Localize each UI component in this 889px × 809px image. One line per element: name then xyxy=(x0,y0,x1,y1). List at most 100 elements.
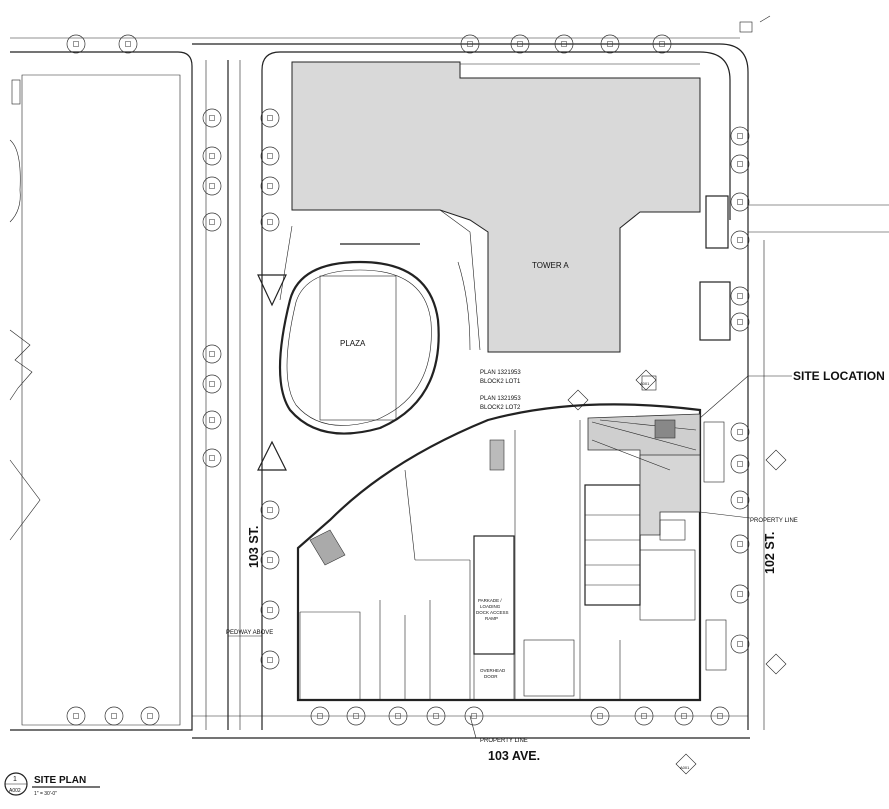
tree-icon xyxy=(260,550,280,570)
tree-icon xyxy=(202,108,222,128)
tree-grate xyxy=(737,237,743,243)
title-scale: 1" = 30'-0" xyxy=(34,791,57,797)
tree-grate xyxy=(209,381,215,387)
tree-icon xyxy=(260,108,280,128)
tree-grate xyxy=(737,161,743,167)
tree-grate xyxy=(517,41,523,47)
utility-structure xyxy=(705,619,727,671)
title-text: SITE PLAN xyxy=(34,775,86,786)
tree-icon xyxy=(730,454,750,474)
tree-grate xyxy=(737,319,743,325)
roads xyxy=(10,37,889,739)
entry-canopy xyxy=(309,529,346,566)
tree-grate xyxy=(395,713,401,719)
tree-icon xyxy=(460,34,480,54)
vault-structure xyxy=(703,421,725,483)
tree-grate xyxy=(353,713,359,719)
transit-shelter xyxy=(699,281,731,341)
tree-icon xyxy=(730,286,750,306)
tree-icon xyxy=(260,212,280,232)
tree-grate xyxy=(267,115,273,121)
tree-grate xyxy=(737,429,743,435)
svg-text:A001: A001 xyxy=(640,381,650,386)
tree-grate xyxy=(267,657,273,663)
property-line-bottom-label: PROPERTY LINE xyxy=(480,738,528,744)
marker-box xyxy=(641,375,657,391)
tree-grate xyxy=(737,461,743,467)
tree-icon xyxy=(730,312,750,332)
tree-grate xyxy=(267,607,273,613)
tree-icon xyxy=(730,154,750,174)
plan-lot2-line2: BLOCK2 LOT2 xyxy=(480,405,521,411)
plaza xyxy=(278,209,481,435)
tree-icon xyxy=(202,344,222,364)
tree-grate xyxy=(267,507,273,513)
property-line-bottom-leader xyxy=(469,715,477,739)
tree-grate xyxy=(209,351,215,357)
tree-grate xyxy=(267,219,273,225)
plan-lot1-line1: PLAN 1321953 xyxy=(480,370,521,376)
stair-detail xyxy=(489,439,505,471)
tree-grate xyxy=(737,497,743,503)
tree-grate xyxy=(681,713,687,719)
tree-grate xyxy=(737,293,743,299)
door-label-2: DOOR xyxy=(484,674,498,679)
tree-grate xyxy=(737,641,743,647)
tree-grate xyxy=(267,183,273,189)
tree-grate xyxy=(597,713,603,719)
tree-icon xyxy=(730,422,750,442)
tree-icon xyxy=(652,34,672,54)
avenue-103-label: 103 AVE. xyxy=(488,749,540,763)
street-trees xyxy=(66,34,750,726)
property-line-right-leader xyxy=(699,511,751,519)
tree-grate xyxy=(209,153,215,159)
tree-grate xyxy=(267,557,273,563)
tree-icon xyxy=(66,706,86,726)
tree-icon xyxy=(260,500,280,520)
property-line-right-label: PROPERTY LINE xyxy=(750,518,798,524)
street-103-label: 103 ST. xyxy=(247,526,261,568)
tree-icon xyxy=(710,706,730,726)
door-label-1: OVERHEAD xyxy=(480,668,506,673)
tree-icon xyxy=(510,34,530,54)
tree-icon xyxy=(634,706,654,726)
ramp-label-4: RAMP xyxy=(485,616,498,621)
tree-grate xyxy=(467,41,473,47)
tree-icon xyxy=(202,410,222,430)
tree-icon xyxy=(260,176,280,196)
tree-icon xyxy=(730,634,750,654)
tree-icon xyxy=(118,34,138,54)
tree-grate xyxy=(737,133,743,139)
tree-grate xyxy=(737,541,743,547)
tree-icon xyxy=(346,706,366,726)
tree-icon xyxy=(426,706,446,726)
tree-icon xyxy=(104,706,124,726)
tree-grate xyxy=(209,219,215,225)
tree-grate xyxy=(125,41,131,47)
tree-icon xyxy=(202,146,222,166)
tree-icon xyxy=(730,584,750,604)
title-sheet: A002 xyxy=(9,788,21,794)
tree-grate xyxy=(73,713,79,719)
title-block: 1 A002 SITE PLAN 1" = 30'-0" xyxy=(4,772,100,797)
tree-grate xyxy=(433,713,439,719)
plan-lot2-line1: PLAN 1321953 xyxy=(480,396,521,402)
tree-grate xyxy=(607,41,613,47)
ramp-label-1: PARKADE / xyxy=(478,598,502,603)
tree-icon xyxy=(554,34,574,54)
bus-shelter xyxy=(705,195,729,249)
tree-grate xyxy=(737,199,743,205)
tree-icon xyxy=(674,706,694,726)
ramp-label-2: LOADING xyxy=(480,604,501,609)
tree-grate xyxy=(659,41,665,47)
tree-icon xyxy=(202,176,222,196)
building-outline xyxy=(296,403,702,702)
tree-grate xyxy=(111,713,117,719)
tree-grate xyxy=(641,713,647,719)
tree-icon xyxy=(260,146,280,166)
west-block xyxy=(9,51,193,731)
site-location-leader xyxy=(699,375,749,419)
site-location-label: SITE LOCATION xyxy=(793,369,885,383)
tree-icon xyxy=(388,706,408,726)
